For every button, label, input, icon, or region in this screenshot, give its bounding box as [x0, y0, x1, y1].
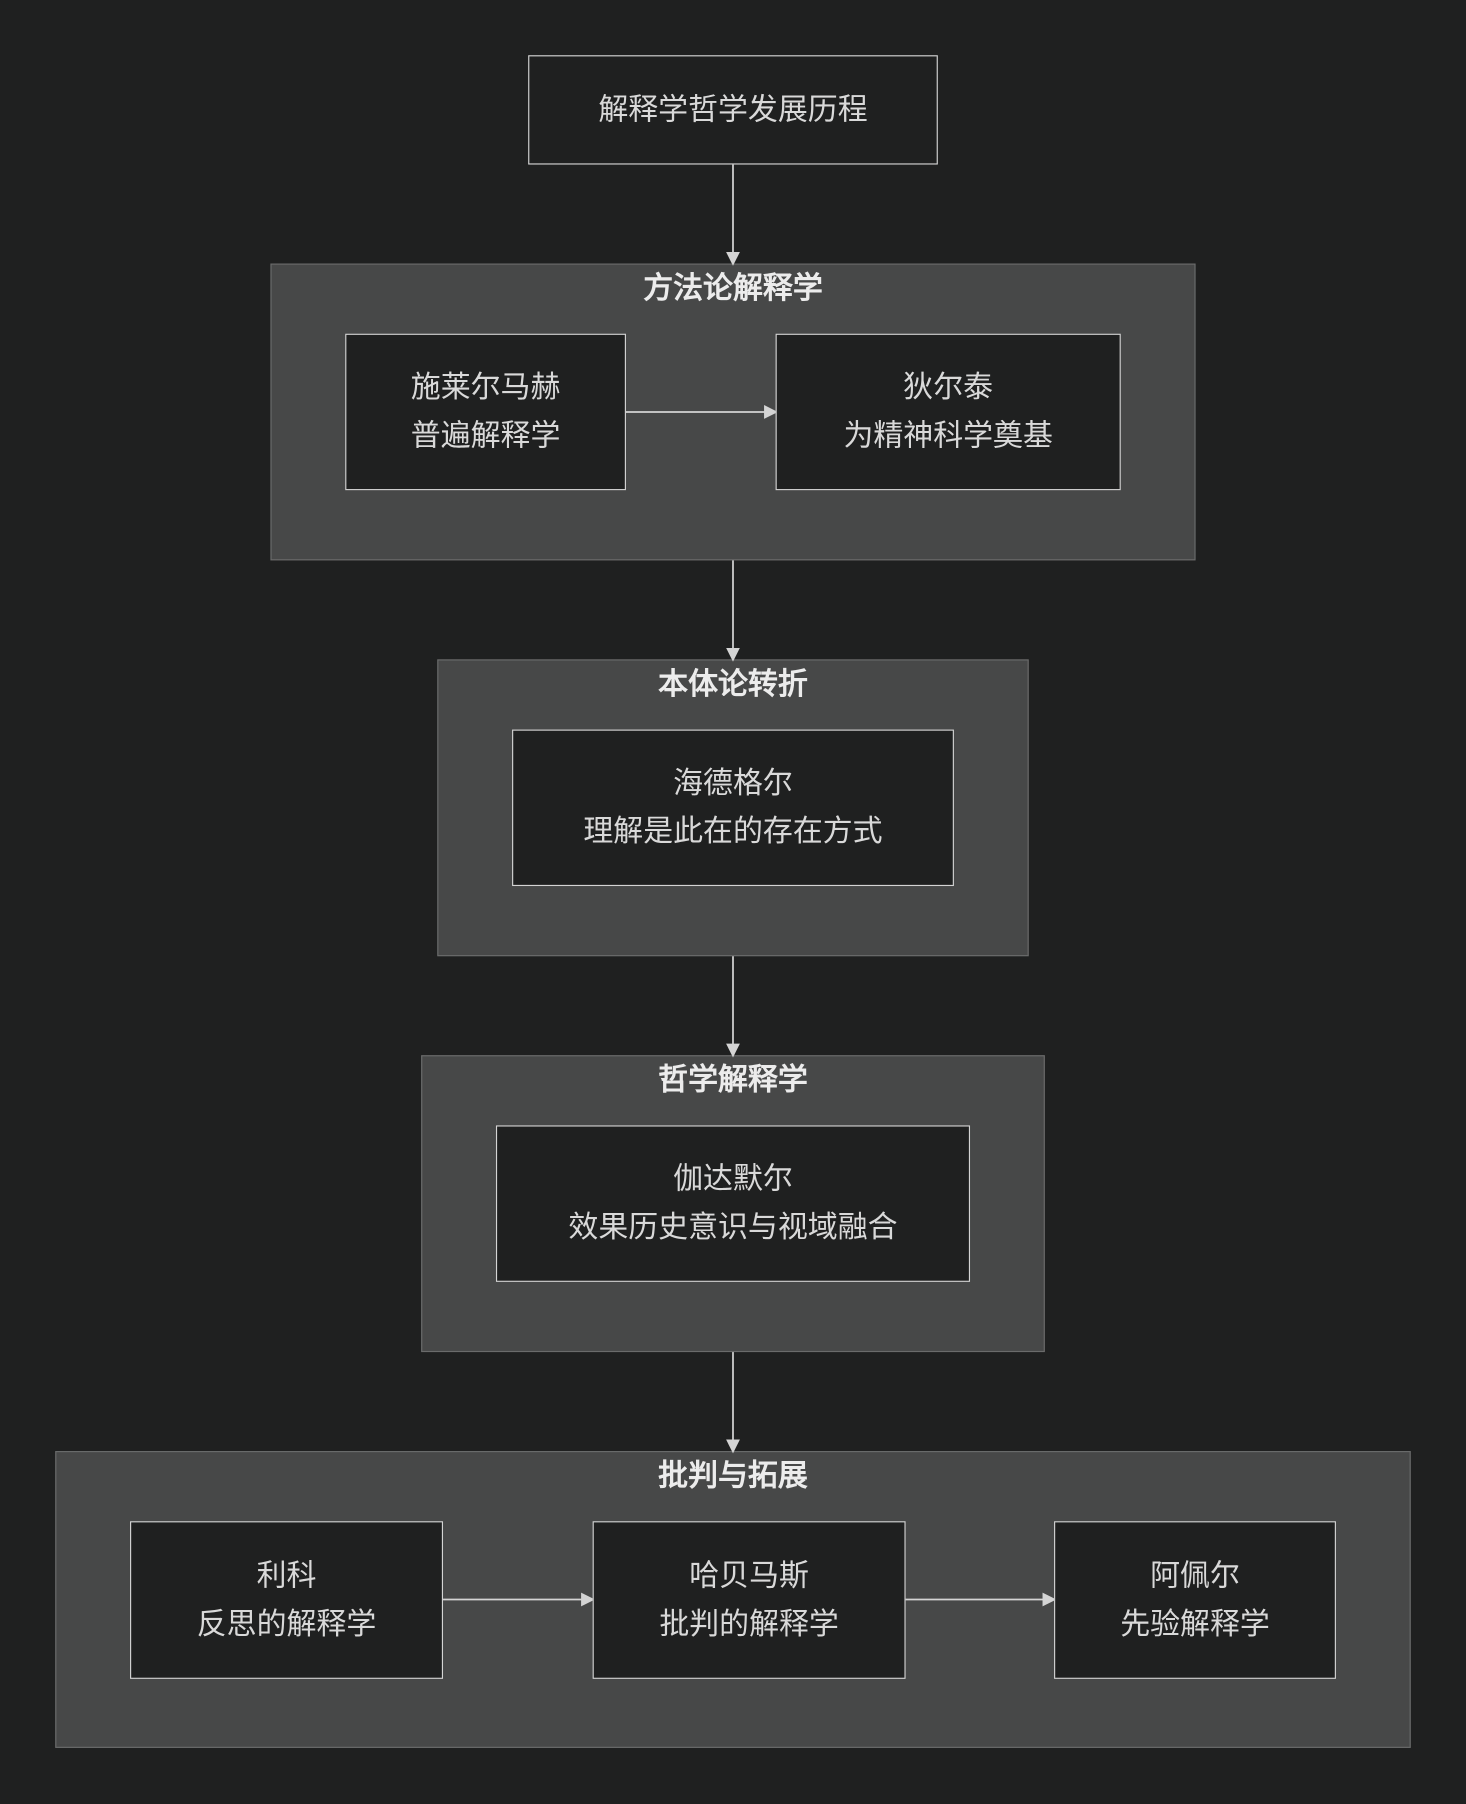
- node-description: 反思的解释学: [196, 1606, 377, 1642]
- node-gadamer: 伽达默尔 效果历史意识与视域融合: [495, 1125, 971, 1282]
- node-dilthey: 狄尔泰 为精神科学奠基: [775, 333, 1121, 491]
- node-ricoeur: 利科 反思的解释学: [130, 1521, 444, 1679]
- node-name: 施莱尔马赫: [410, 370, 561, 406]
- node-name: 阿佩尔: [1150, 1558, 1240, 1594]
- node-schleiermacher: 施莱尔马赫 普遍解释学: [345, 333, 626, 491]
- node-name: 利科: [256, 1558, 317, 1594]
- node-description: 批判的解释学: [659, 1606, 839, 1642]
- node-description: 效果历史意识与视域融合: [568, 1210, 898, 1246]
- node-heidegger: 海德格尔 理解是此在的存在方式: [512, 729, 954, 887]
- cluster-title: 方法论解释学: [643, 271, 823, 307]
- node-name: 狄尔泰: [903, 370, 994, 406]
- node-name: 伽达默尔: [673, 1162, 793, 1197]
- node-description: 为精神科学奠基: [843, 418, 1053, 454]
- cluster-title: 批判与拓展: [658, 1459, 808, 1494]
- node-label: 解释学哲学发展历程: [598, 92, 868, 128]
- node-description: 先验解释学: [1120, 1606, 1270, 1642]
- node-name: 海德格尔: [673, 766, 793, 801]
- node-habermas: 哈贝马斯 批判的解释学: [592, 1521, 906, 1679]
- node-description: 理解是此在的存在方式: [583, 814, 883, 850]
- node-root: 解释学哲学发展历程: [528, 55, 938, 165]
- cluster-title: 本体论转折: [658, 667, 808, 702]
- node-name: 哈贝马斯: [689, 1558, 809, 1594]
- node-apel: 阿佩尔 先验解释学: [1054, 1521, 1336, 1679]
- node-description: 普遍解释学: [410, 418, 561, 454]
- cluster-title: 哲学解释学: [658, 1063, 808, 1098]
